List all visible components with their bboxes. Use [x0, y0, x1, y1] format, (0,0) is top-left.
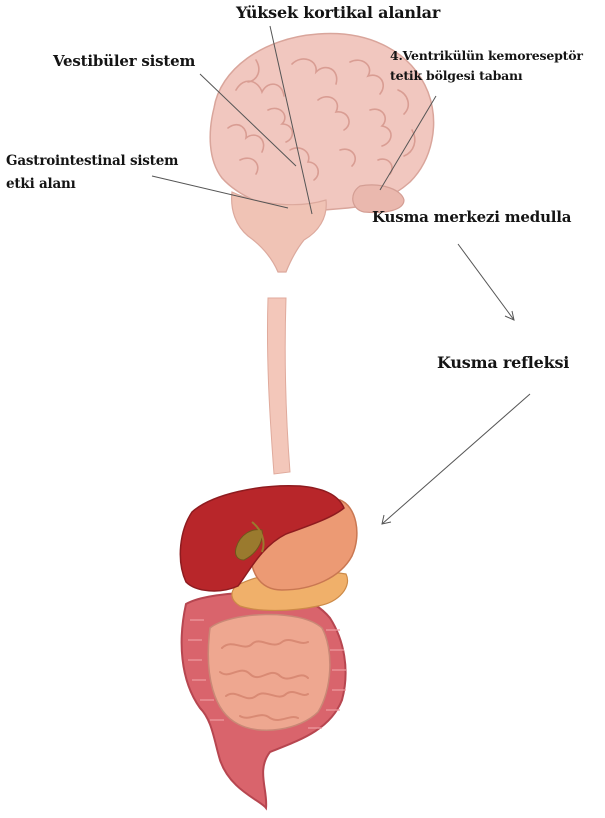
brainstem: [232, 192, 327, 272]
label-chemoreceptor-line1: 4.Ventrikülün kemoreseptör: [390, 46, 583, 66]
digestive-system: [180, 486, 357, 808]
label-vestibular-system: Vestibüler sistem: [53, 52, 195, 70]
spinal-cord: [267, 298, 290, 474]
label-chemoreceptor-line2: tetik bölgesi tabanı: [390, 66, 583, 86]
label-vomiting-center-medulla: Kusma merkezi medulla: [372, 208, 571, 226]
label-vomiting-reflex: Kusma refleksi: [437, 353, 569, 372]
label-gi-line2: etki alanı: [6, 173, 178, 196]
label-gi-line1: Gastrointestinal sistem: [6, 150, 178, 173]
small-intestine: [208, 614, 330, 730]
label-higher-cortical-areas: Yüksek kortikal alanlar: [236, 3, 440, 22]
label-gastrointestinal-area: Gastrointestinal sistem etki alanı: [6, 150, 178, 196]
arrow-reflex-shaft: [382, 394, 530, 524]
label-chemoreceptor-trigger-zone: 4.Ventrikülün kemoreseptör tetik bölgesi…: [390, 46, 583, 86]
arrow-center-shaft: [458, 244, 514, 320]
